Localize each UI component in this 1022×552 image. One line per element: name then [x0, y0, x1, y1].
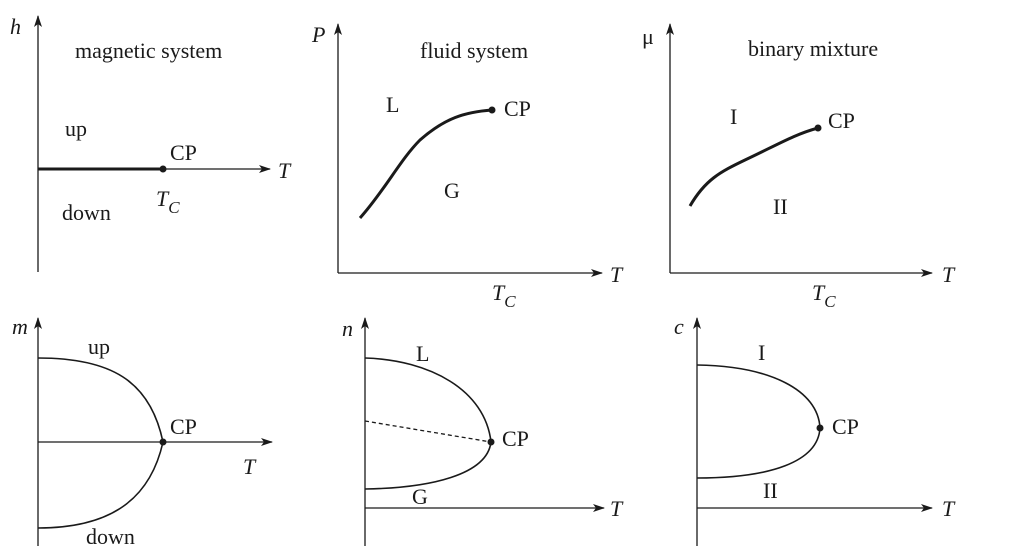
region-label: down [62, 200, 111, 225]
panel-title: binary mixture [748, 36, 878, 61]
critical-point [159, 165, 167, 173]
coexistence-curve [688, 126, 819, 207]
x-axis-label: T [942, 496, 956, 521]
region-label: L [416, 341, 429, 366]
region-label: G [444, 178, 460, 203]
panel-title: fluid system [420, 38, 528, 63]
region-label: down [86, 524, 135, 549]
y-axis-label: μ [642, 24, 654, 49]
y-axis-label: m [12, 314, 28, 339]
critical-point [814, 124, 822, 132]
region-label: up [65, 116, 87, 141]
region-label: II [773, 194, 788, 219]
critical-point-label: CP [170, 140, 197, 165]
region-label: I [758, 340, 765, 365]
y-axis-label: P [311, 22, 325, 47]
coexistence-curve [37, 357, 164, 529]
critical-point-label: CP [828, 108, 855, 133]
concentration-diagram: c I II CP T [674, 314, 956, 546]
critical-point-label: CP [832, 414, 859, 439]
region-label: II [763, 478, 778, 503]
density-diagram: n L G CP T [342, 316, 624, 546]
region-label: I [730, 104, 737, 129]
region-label: up [88, 334, 110, 359]
magnetization-diagram: m up down CP T [12, 314, 273, 549]
critical-point-label: CP [502, 426, 529, 451]
coexistence-curve [364, 357, 492, 490]
chemical-potential-diagram: μ binary mixture T I II CP TC [642, 23, 956, 311]
y-axis-label: n [342, 316, 353, 341]
y-axis-label: h [10, 14, 21, 39]
coexistence-curve [696, 364, 821, 479]
critical-point [487, 438, 495, 446]
region-label: G [412, 484, 428, 509]
critical-point-label: CP [504, 96, 531, 121]
tc-label: TC [492, 280, 516, 311]
x-axis-label: T [610, 496, 624, 521]
magnetic-field-diagram: h magnetic system T up down CP TC [10, 14, 292, 272]
critical-point [159, 438, 167, 446]
x-axis-label: T [610, 262, 624, 287]
coexistence-curve [358, 108, 493, 219]
y-axis-label: c [674, 314, 684, 339]
pressure-temperature-diagram: P fluid system T L G CP TC [311, 22, 624, 311]
diameter-line [364, 420, 492, 443]
critical-point [488, 106, 496, 114]
critical-point-label: CP [170, 414, 197, 439]
x-axis-label: T [942, 262, 956, 287]
tc-label: TC [812, 280, 836, 311]
panel-title: magnetic system [75, 38, 222, 63]
x-axis-label: T [243, 454, 257, 479]
x-axis-label: T [278, 158, 292, 183]
region-label: L [386, 92, 399, 117]
critical-point [816, 424, 824, 432]
tc-label: TC [156, 186, 180, 217]
